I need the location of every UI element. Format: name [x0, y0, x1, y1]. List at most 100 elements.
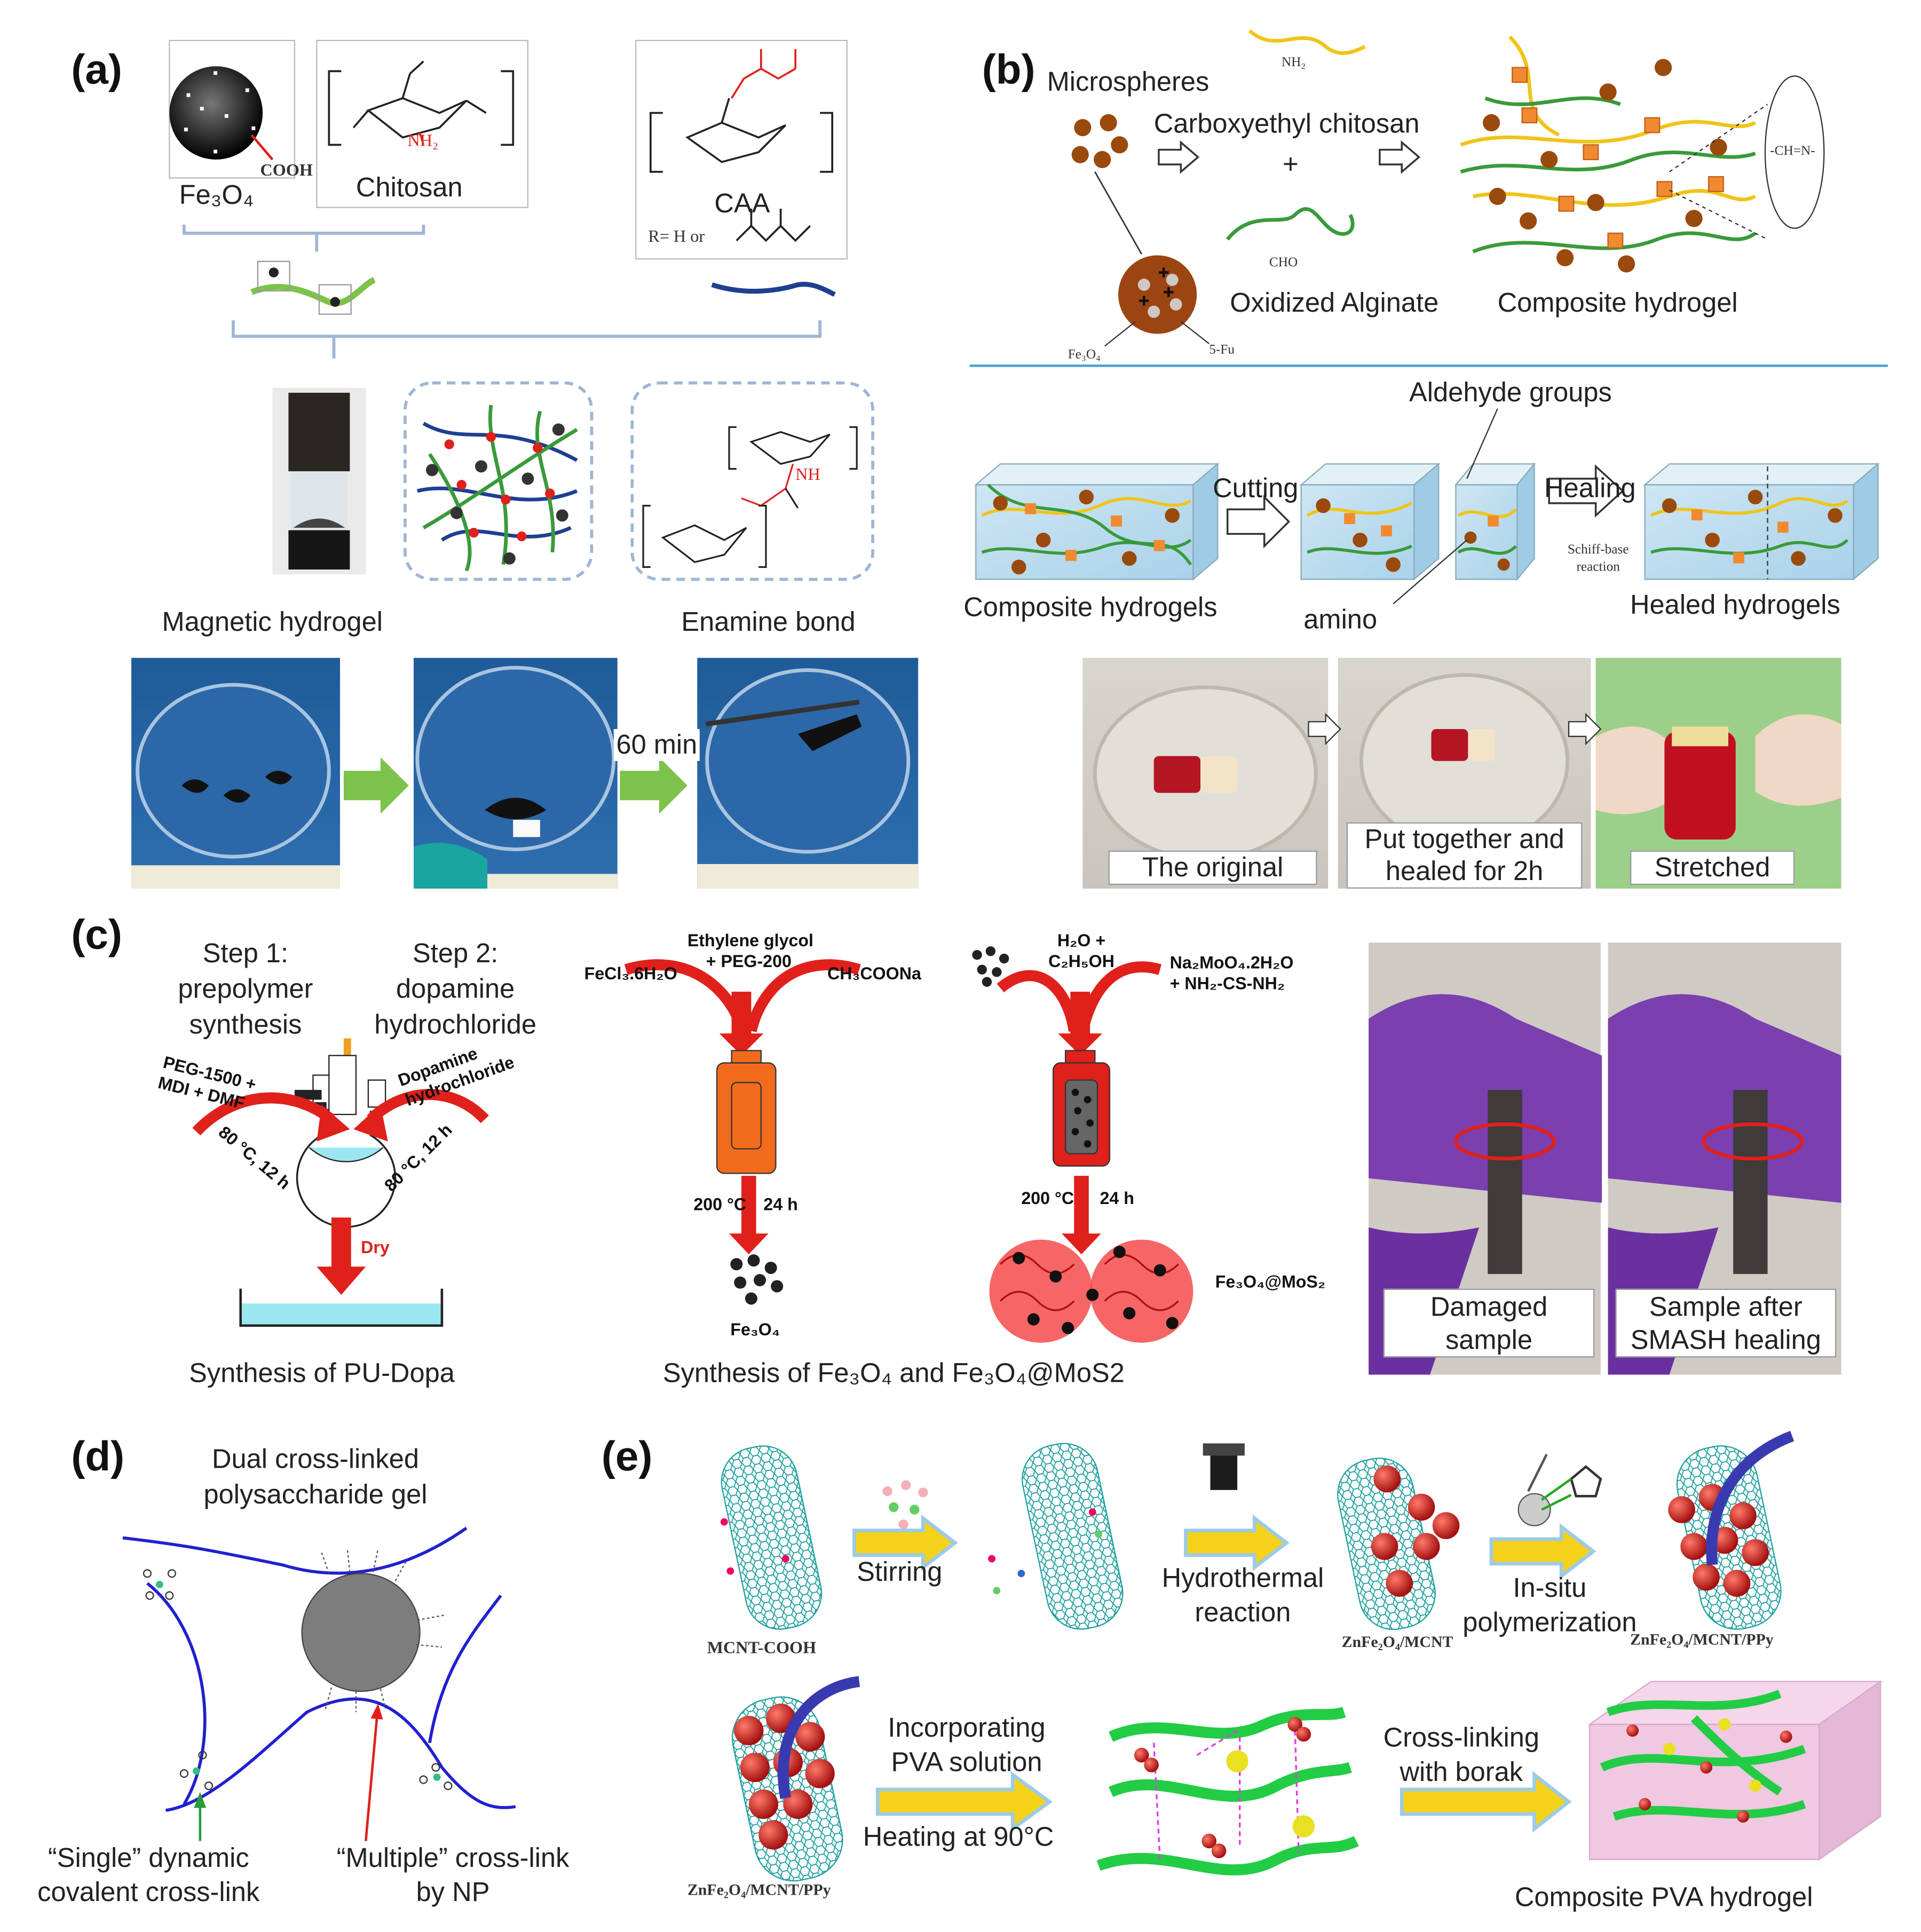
after-healing-caption: Sample after SMASH healing: [1615, 1288, 1837, 1358]
hydrothermal-line1: Hydrothermal: [1161, 1562, 1324, 1594]
heating-label: Heating at 90°C: [863, 1821, 1054, 1852]
znfe-mcnt-ppy-label: ZnFe₂O₄/MCNT/PPy: [1630, 1630, 1774, 1649]
crosslinking-line1: Cross-linking: [1383, 1722, 1540, 1753]
after-line1: Sample after: [1649, 1291, 1803, 1322]
mos2-flowers: [989, 1239, 1193, 1343]
cooh-label: COOH: [260, 162, 313, 181]
ethylene-glycol-label: Ethylene glycol + PEG-200: [687, 930, 814, 972]
photo-put-together-line2: healed for 2h: [1385, 855, 1544, 886]
panel-d-letter: (d): [71, 1434, 125, 1480]
healing-blocks: [974, 408, 1880, 605]
step1-line2: prepolymer: [178, 973, 313, 1004]
time1-label: 24 h: [763, 1194, 798, 1214]
caa-label: CAA: [714, 187, 770, 219]
dual-crosslinked-title: Dual cross-linked polysaccharide gel: [187, 1441, 445, 1512]
znfe-mcnt-ppy-label-2: ZnFe₂O₄/MCNT/PPy: [687, 1880, 831, 1899]
hydrothermal-label: Hydrothermal reaction: [1148, 1561, 1338, 1630]
ch3coona-label: CH₃COONa: [827, 963, 921, 984]
photo-stretched-caption: Stretched: [1630, 850, 1795, 885]
incorporating-label: Incorporating PVA solution: [865, 1711, 1068, 1780]
synthesis-pu-dopa-label: Synthesis of PU-Dopa: [189, 1357, 455, 1388]
composite-hydrogel-network: [1460, 35, 1825, 273]
dual-title-line1: Dual cross-linked: [211, 1443, 420, 1474]
step2-label: Step 2: dopamine hydrochloride: [363, 935, 548, 1042]
fe3o4-label: Fe₃O₄: [179, 179, 254, 210]
fe3o4-sphere: [169, 66, 263, 160]
composite-hydrogel-label: Composite hydrogel: [1497, 287, 1738, 318]
arrow-a-1: [343, 757, 409, 814]
damaged-sample-caption: Damaged sample: [1383, 1288, 1595, 1358]
temp1-label: 200 °C: [693, 1194, 747, 1214]
photo-put-together-caption: Put together and healed for 2h: [1346, 822, 1583, 889]
multiple-line1: “Multiple” cross-link: [336, 1842, 570, 1873]
dry-label: Dry: [361, 1237, 390, 1257]
damaged-line1: Damaged: [1430, 1291, 1548, 1322]
znfe-mcnt-label: ZnFe₂O₄/MCNT: [1341, 1632, 1453, 1651]
chitosan-structure-box: [316, 39, 529, 208]
5fu-label: 5-Fu: [1209, 342, 1235, 358]
cho-small-label: CHO: [1269, 255, 1298, 270]
panel-b-photos: [1082, 658, 1841, 889]
time2-label: 24 h: [1100, 1188, 1134, 1208]
fe3o4-mos2-label: Fe₃O₄@MoS₂: [1215, 1271, 1326, 1292]
time-60-min-label: 60 min: [613, 729, 700, 761]
aldehyde-groups-label: Aldehyde groups: [1409, 377, 1612, 408]
composite-hydrogels-label: Composite hydrogels: [963, 591, 1218, 622]
mcnt-cooh-label: MCNT-COOH: [707, 1640, 817, 1658]
panel-a-photos: [131, 658, 919, 889]
pva-hydrogel-box: [1587, 1680, 1883, 1861]
crosslinking-line2: with borak: [1400, 1756, 1523, 1787]
microspheres-cluster: [1071, 114, 1128, 169]
pva-chains: [1096, 1707, 1359, 1875]
microspheres-label: Microspheres: [1047, 66, 1209, 97]
multiple-crosslink-label: “Multiple” cross-link by NP: [312, 1841, 594, 1910]
insitu-line2: polymerization: [1463, 1606, 1637, 1637]
photo-original-caption: The original: [1108, 850, 1317, 885]
insitu-line1: In-situ: [1513, 1572, 1587, 1603]
panel-d-graphics: [122, 1526, 516, 1841]
enamine-nh-label: NH: [795, 466, 820, 485]
fe3o4-product-label: Fe₃O₄: [730, 1319, 780, 1339]
ethylene-glycol-line2: + PEG-200: [706, 951, 792, 971]
oxidized-alginate-label: Oxidized Alginate: [1230, 287, 1439, 318]
crosslinking-label: Cross-linking with borak: [1372, 1721, 1550, 1790]
single-line1: “Single” dynamic: [48, 1842, 249, 1873]
step2-line1: Step 2:: [413, 937, 499, 969]
composite-pva-label: Composite PVA hydrogel: [1514, 1881, 1813, 1912]
h2o-ethanol-label: H₂O + C₂H₅OH: [1026, 930, 1137, 972]
h2o-line1: H₂O +: [1057, 930, 1106, 950]
caa-structure-box: [635, 39, 848, 260]
chitosan-ring: [328, 60, 515, 146]
cutting-label: Cutting: [1213, 472, 1299, 503]
incorporating-line1: Incorporating: [888, 1712, 1046, 1743]
salt-ions: [882, 1480, 928, 1530]
na2moo4-line1: Na₂MoO₄.2H₂O: [1169, 952, 1294, 972]
caa-r-definition: R= H or: [648, 228, 705, 247]
fe3o4-small-label: Fe₃O₄: [1068, 347, 1101, 362]
plus-sign: +: [1283, 148, 1299, 179]
insitu-label: In-situ polymerization: [1449, 1571, 1651, 1640]
schiff-base-label: Schiff-base reaction: [1567, 542, 1629, 575]
na2moo4-line2: + NH₂-CS-NH₂: [1169, 973, 1285, 993]
damaged-line2: sample: [1445, 1324, 1533, 1355]
single-crosslink-label: “Single” dynamic covalent cross-link: [17, 1841, 280, 1910]
temp2-label: 200 °C: [1021, 1188, 1074, 1208]
panel-e-letter: (e): [601, 1434, 653, 1480]
single-line2: covalent cross-link: [37, 1876, 260, 1907]
incorporating-line2: PVA solution: [891, 1746, 1042, 1777]
after-line2: SMASH healing: [1630, 1324, 1821, 1355]
caa-ring: [650, 49, 834, 242]
step2-line2: dopamine: [396, 973, 515, 1004]
hydrothermal-line2: reaction: [1195, 1596, 1291, 1628]
nh2-small-label: NH₂: [1281, 55, 1306, 70]
panel-a-letter: (a): [71, 46, 122, 93]
na2moo4-label: Na₂MoO₄.2H₂O + NH₂-CS-NH₂: [1170, 953, 1294, 994]
photo-put-together-line1: Put together and: [1364, 824, 1564, 854]
fecl3-label: FeCl₃.6H₂O: [584, 963, 677, 984]
step1-label: Step 1: prepolymer synthesis: [172, 935, 319, 1042]
ethylene-glycol-line1: Ethylene glycol: [687, 930, 814, 950]
step1-line1: Step 1:: [202, 937, 289, 969]
healed-hydrogels-label: Healed hydrogels: [1630, 589, 1840, 620]
